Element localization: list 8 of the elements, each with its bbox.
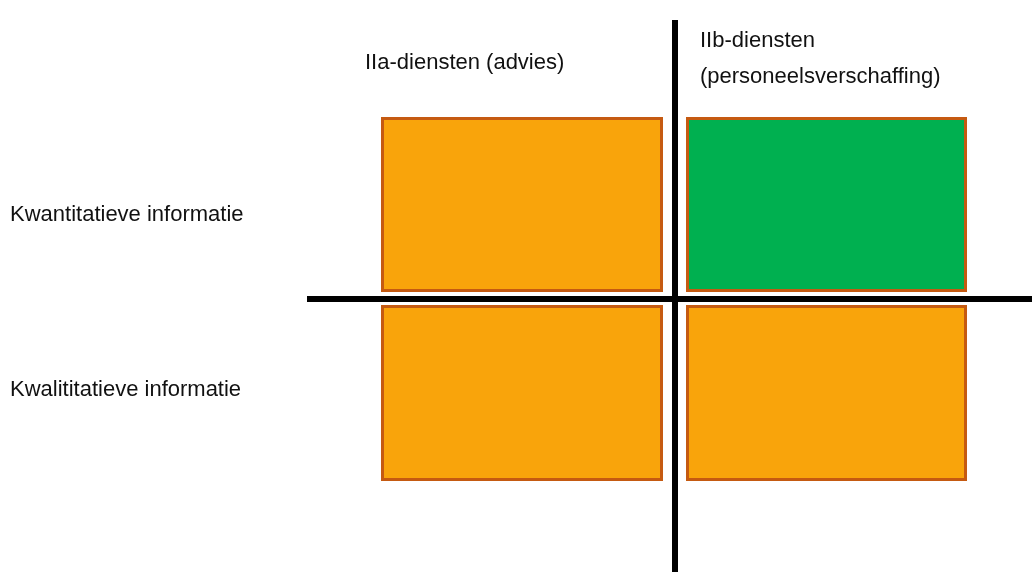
row-heading: Kwalititatieve informatie bbox=[10, 375, 243, 403]
row-heading: Kwantitatieve informatie bbox=[10, 200, 245, 228]
column-heading: IIa-diensten (advies) bbox=[365, 48, 566, 76]
quadrant-box bbox=[381, 305, 663, 481]
quadrant-box bbox=[381, 117, 663, 292]
quadrant-box bbox=[686, 117, 967, 292]
column-heading: IIb-diensten (personeelsverschaffing) bbox=[700, 26, 942, 90]
quadrant-box bbox=[686, 305, 967, 481]
